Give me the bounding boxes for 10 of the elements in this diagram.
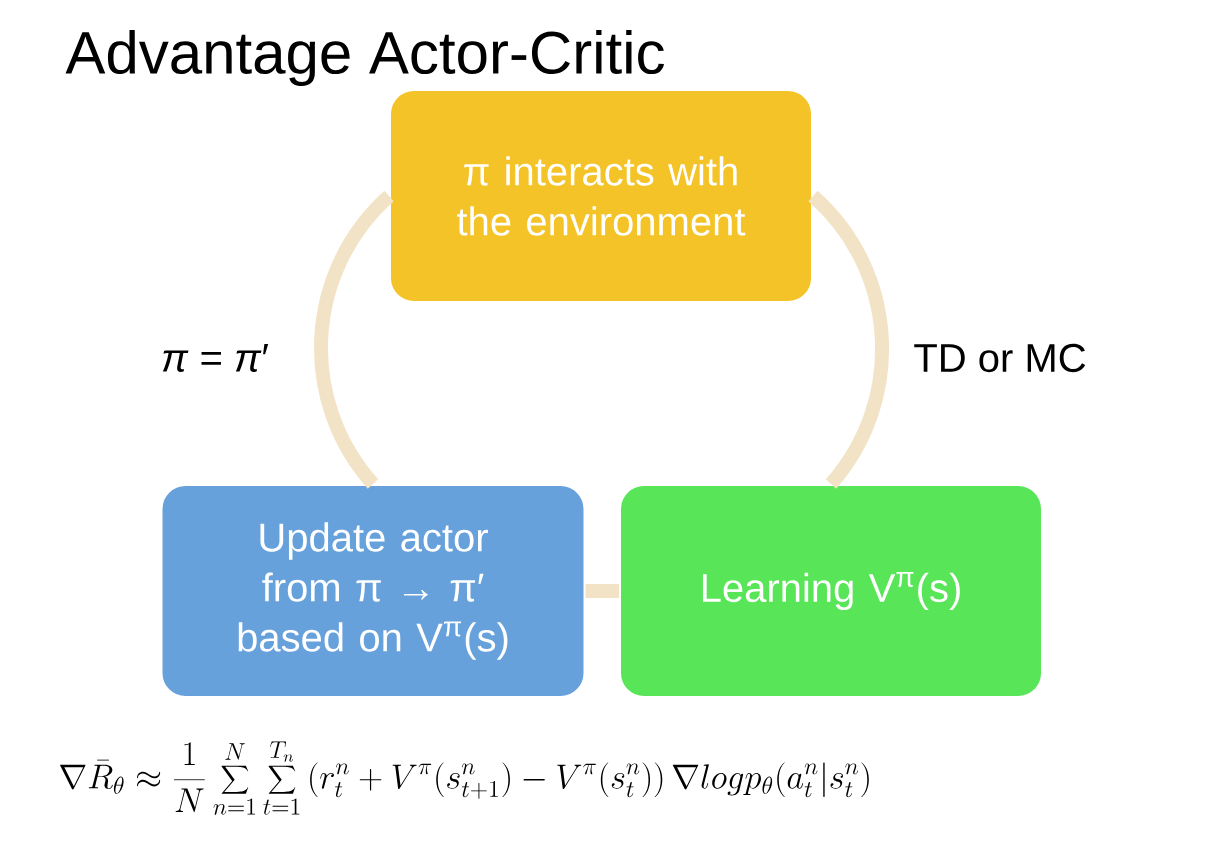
cycle-arc xyxy=(585,584,619,598)
slide-title: Advantage Actor-Critic xyxy=(65,30,664,86)
process-box: Learning V$^{π}$(s) xyxy=(619,484,1043,698)
formula: $\nabla \bar{R}_\theta \approx \frac{1}{N}\sum_{n=1}^{N}\sum_{t=1}^{T_n}\left(r_t^n + V^\pi(s_{t+1}^n) - V^\pi(s_t^n)\right)\nabla log p_\theta(a_t^n|s_t^n)$ xyxy=(60,741,869,815)
process-box: Update actor from π → π′ based on V$^{π}$(s) xyxy=(160,484,586,698)
cycle-arc xyxy=(808,191,889,489)
process-box: π interacts with the environment xyxy=(389,89,813,303)
edge-label: TD or MC xyxy=(914,343,1086,373)
edge-label: π = π′ xyxy=(162,344,269,372)
cycle-arc xyxy=(314,191,394,489)
